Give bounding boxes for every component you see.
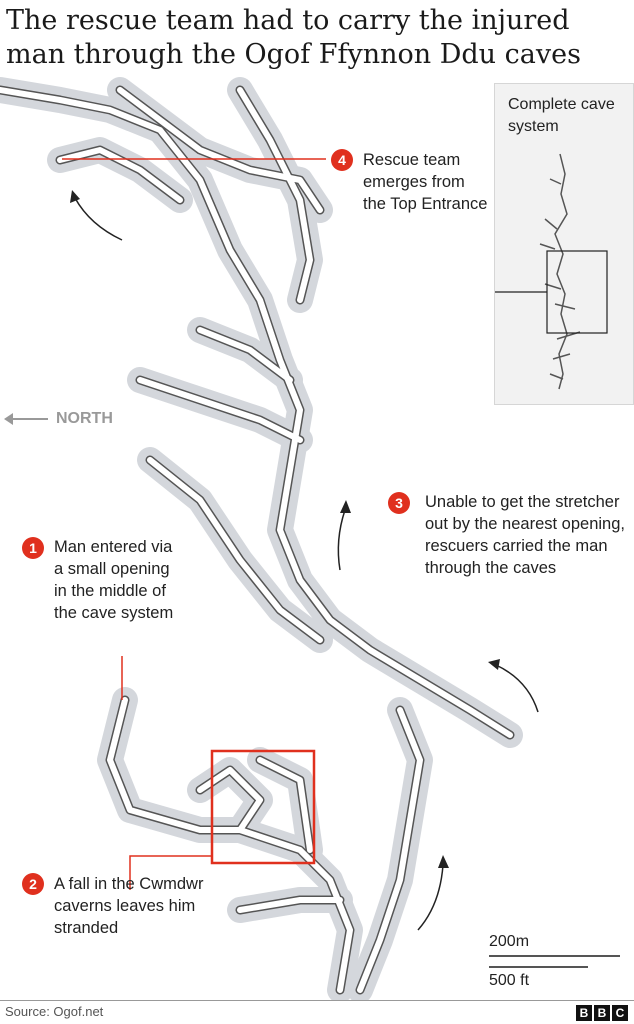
badge-4: 4 [331,149,353,171]
scale-metric: 200m [489,933,530,950]
page-title: The rescue team had to carry the injured… [6,5,581,70]
logo-letter: B [576,1005,592,1021]
inset-title: Complete cave system [508,96,615,135]
north-indicator: NORTH [4,410,113,428]
inset-map: Complete cave system [494,83,634,405]
source-text: Source: Ogof.net [5,1004,104,1019]
annotation-2: A fall in the Cwmdwr caverns leaves him … [54,875,204,937]
logo-letter: B [594,1005,610,1021]
cave-map [0,77,620,1000]
inset-cave-outline [495,153,608,390]
annotation-1: Man entered via a small opening in the m… [54,538,174,622]
logo-letter: C [612,1005,628,1021]
scale-imperial: 500 ft [489,972,530,989]
footer-divider [0,1000,634,1001]
badge-2: 2 [22,873,44,895]
annotation-3: Unable to get the stretcher out by the n… [425,493,625,577]
annotation-4: Rescue team emerges from the Top Entranc… [363,151,488,213]
arrow-left-icon [4,413,48,425]
badge-1: 1 [22,537,44,559]
bbc-logo: B B C [576,1005,628,1021]
badge-3: 3 [388,492,410,514]
north-label: NORTH [56,410,113,427]
